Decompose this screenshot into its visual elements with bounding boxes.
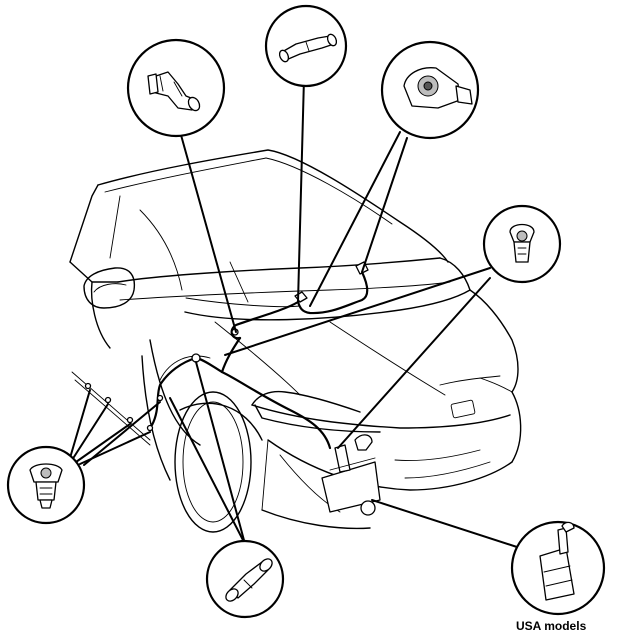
usa-models-caption: USA models	[516, 619, 587, 633]
callout-hose-clip-left	[6, 445, 86, 525]
leader-lines	[69, 77, 521, 549]
callout-straight-joint-bottom	[205, 539, 285, 619]
washer-reservoir	[321, 434, 381, 516]
callout-straight-joint-top	[264, 4, 348, 88]
car-body	[69, 149, 522, 533]
callout-hose-clip-right	[482, 204, 562, 284]
callout-elbow-joint	[126, 38, 226, 138]
callout-reservoir-usa	[510, 520, 606, 616]
callout-washer-nozzle	[380, 40, 480, 140]
